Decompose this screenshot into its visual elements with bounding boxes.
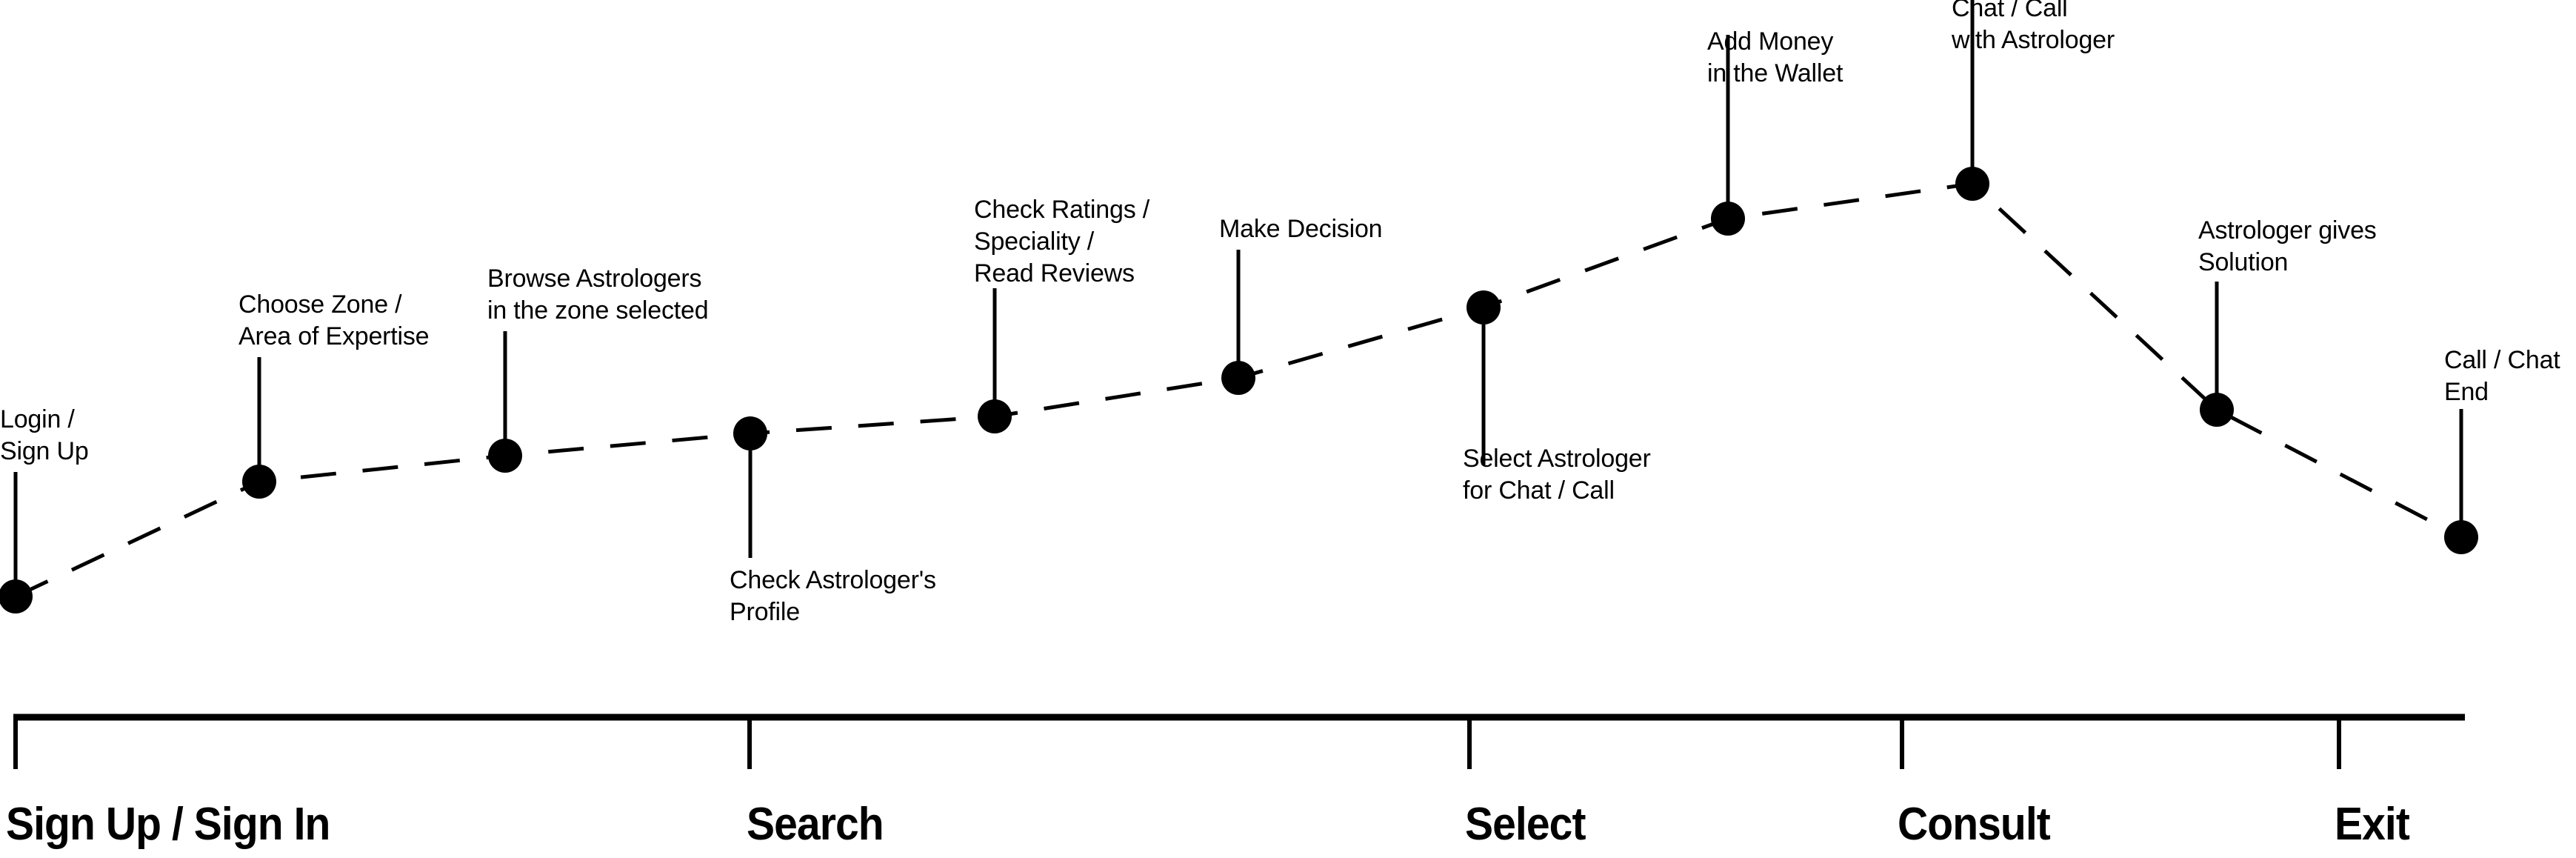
journey-dots: [0, 167, 2478, 613]
touchpoint-label: Call / Chat End: [2444, 346, 2560, 406]
phase-label: Search: [747, 799, 884, 850]
touchpoint-label: Astrologer gives Solution: [2198, 216, 2377, 276]
touchpoint-dot[interactable]: [242, 465, 276, 499]
journey-stems: [13, 0, 2463, 596]
touchpoint-label: Login / Sign Up: [0, 405, 89, 465]
touchpoint-dot[interactable]: [733, 416, 767, 450]
touchpoint-dot[interactable]: [488, 439, 522, 473]
touchpoint-label: Check Ratings / Speciality / Read Review…: [974, 196, 1149, 287]
touchpoint-dot[interactable]: [2200, 393, 2234, 427]
touchpoint-label: Check Astrologer's Profile: [730, 566, 936, 626]
phase-label: Consult: [1898, 799, 2051, 850]
touchpoint-label: Browse Astrologers in the zone selected: [487, 265, 709, 325]
touchpoint-dot[interactable]: [1711, 202, 1745, 236]
touchpoint-label: Chat / Call with Astrologer: [1952, 0, 2115, 54]
touchpoint-label: Add Money in the Wallet: [1707, 27, 1843, 87]
touchpoint-dot[interactable]: [2444, 520, 2478, 554]
touchpoint-label: Choose Zone / Area of Expertise: [238, 290, 430, 350]
phase-label: Sign Up / Sign In: [6, 799, 330, 850]
touchpoint-label: Select Astrologer for Chat / Call: [1463, 445, 1651, 505]
touchpoint-label: Make Decision: [1219, 215, 1383, 243]
touchpoint-dot[interactable]: [978, 399, 1012, 433]
touchpoint-dot[interactable]: [1955, 167, 1989, 201]
touchpoint-dot[interactable]: [1466, 290, 1501, 325]
touchpoint-dot[interactable]: [1221, 361, 1255, 395]
phase-label: Exit: [2335, 799, 2410, 850]
phase-axis: [13, 714, 2465, 769]
touchpoint-dot[interactable]: [0, 579, 33, 613]
phase-label: Select: [1465, 799, 1586, 850]
